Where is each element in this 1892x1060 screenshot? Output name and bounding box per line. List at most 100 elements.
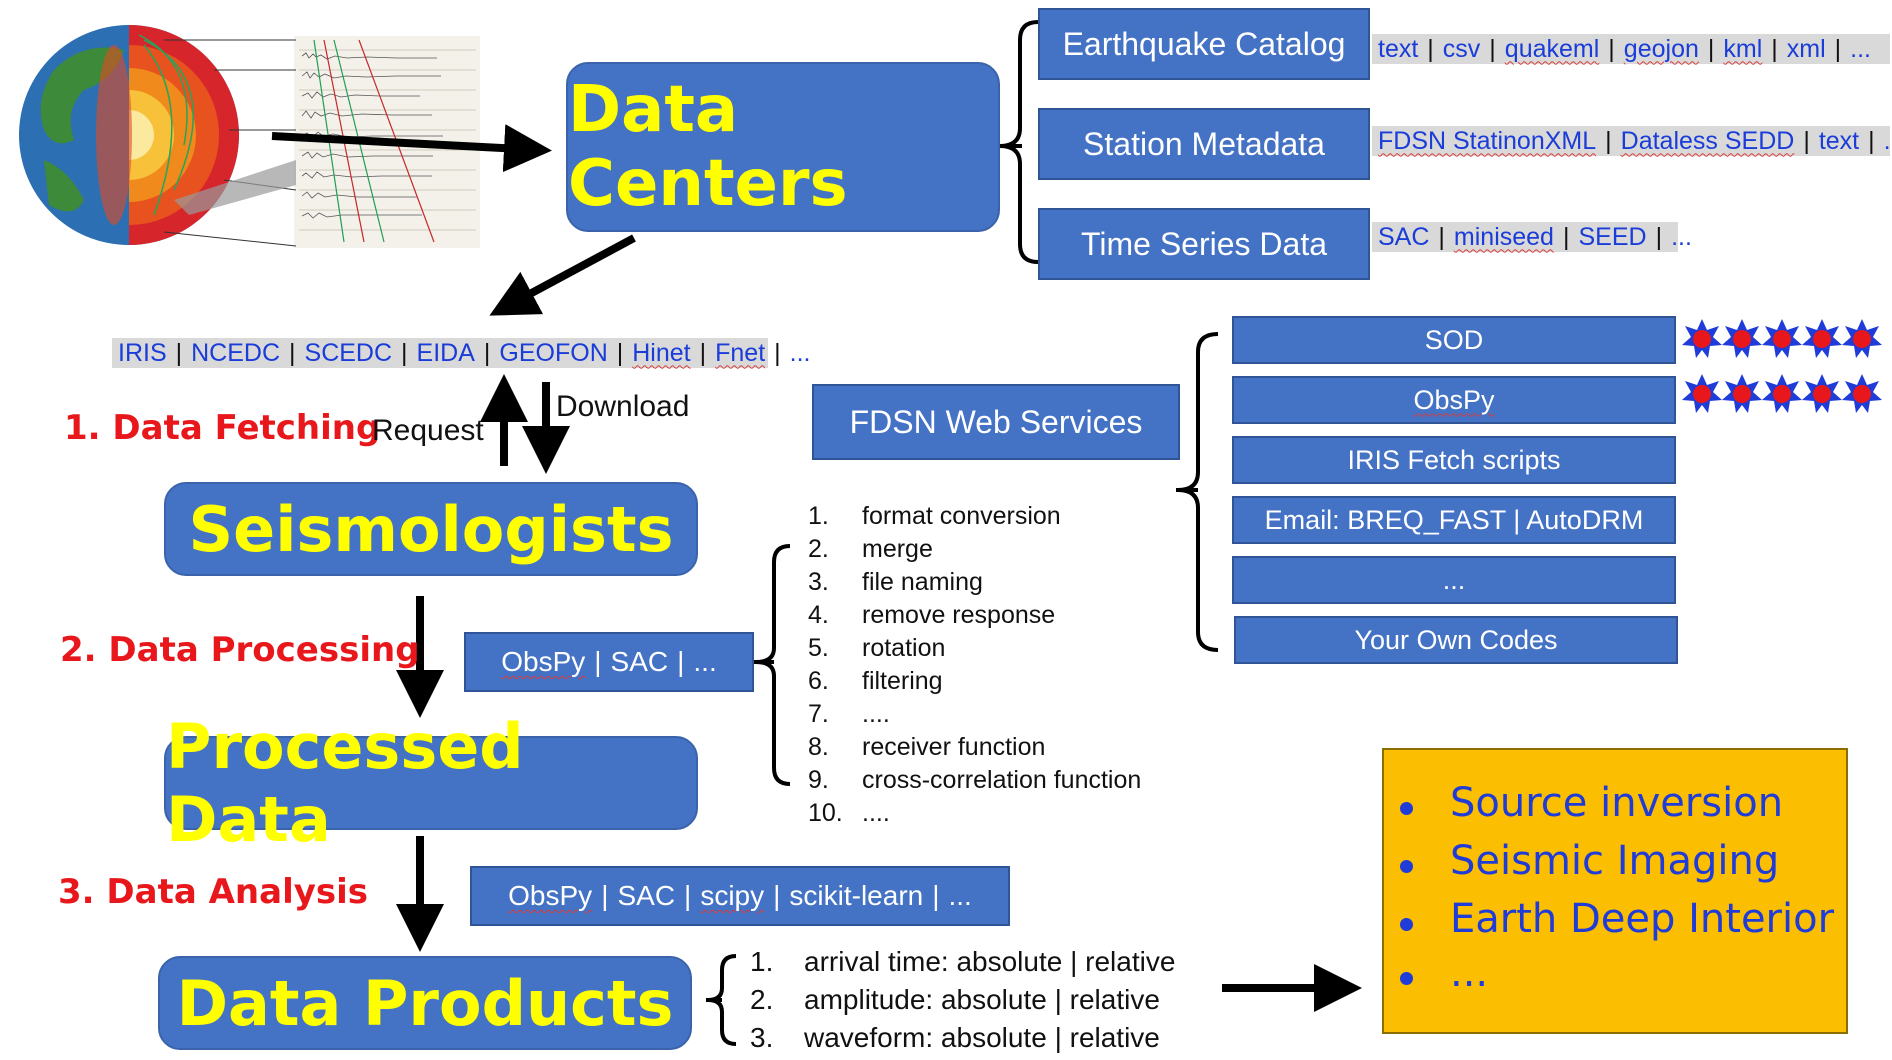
step-data-analysis: 3. Data Analysis [58,872,369,912]
station-metadata-label: Station Metadata [1083,125,1325,162]
center-eida: EIDA [416,338,475,367]
tool-own-codes-label: Your Own Codes [1354,624,1558,655]
obspy-stars [1682,374,1882,413]
fdsn-box: FDSN Web Services [812,384,1180,460]
ana-tool-sklearn: scikit-learn [789,880,924,911]
timeseries-formats-strip: SAC| miniseed| SEED| ... [1372,222,1692,252]
star-ratings [1682,319,1882,413]
application-source-inversion: Source inversion [1450,780,1784,826]
bullet-icon [1400,802,1413,815]
format-dataless: Dataless SEDD [1620,126,1795,155]
station-metadata-box: Station Metadata [1038,108,1370,180]
step-data-processing: 2. Data Processing [60,630,420,670]
center-ncedc: NCEDC [191,338,281,367]
analysis-tools-box: ObsPy| SAC| scipy| scikit-learn| ... [470,866,1010,926]
center-more: ... [789,338,811,367]
tool-obspy: ObsPy [1232,376,1676,424]
tool-more: ... [1232,556,1676,604]
processed-data-box: Processed Data [164,710,698,856]
tool-email-label: Email: BREQ_FAST | AutoDRM [1264,504,1644,535]
sod-stars [1682,319,1882,358]
request-label: Request [372,414,484,447]
tool-more-label: ... [1442,564,1466,595]
center-scedc: SCEDC [304,338,393,367]
format-xml: xml [1786,34,1826,63]
format-text: text [1378,34,1419,63]
ana-tool-scipy: scipy [700,880,765,911]
data-centers-strip: IRIS| NCEDC| SCEDC| EIDA| GEOFON| Hinet|… [112,338,811,368]
data-products-box: Data Products [158,956,692,1050]
tool-iris-fetch-label: IRIS Fetch scripts [1347,444,1561,475]
time-series-label: Time Series Data [1081,225,1327,262]
ana-tool-obspy: ObsPy [508,880,593,911]
center-fnet: Fnet [715,338,766,367]
format-meta-more: ... [1883,126,1892,155]
tool-iris-fetch: IRIS Fetch scripts [1232,436,1676,484]
tool-email: Email: BREQ_FAST | AutoDRM [1232,496,1676,544]
time-series-box: Time Series Data [1038,208,1370,280]
bullet-icon [1400,918,1413,931]
proc-tool-sac: SAC [610,646,669,677]
bullet-icon [1400,972,1413,985]
proc-step-6: 6.filtering [808,667,943,695]
proc-step-3: 3.file naming [808,568,983,596]
tool-own-codes: Your Own Codes [1234,616,1678,664]
format-geojon: geojon [1623,34,1699,63]
proc-step-5: 5.rotation [808,634,946,662]
tool-sod: SOD [1232,316,1676,364]
center-hinet: Hinet [632,338,691,367]
seismologists-box: Seismologists [164,482,698,576]
proc-step-7: 7..... [808,700,890,728]
format-seed: SEED [1578,222,1647,251]
format-stationxml: FDSN StatinonXML [1378,126,1597,155]
proc-step-8: 8.receiver function [808,733,1046,761]
arrow-image-to-centers [271,124,552,173]
brace-processing [755,544,791,786]
center-iris: IRIS [118,338,167,367]
proc-step-2: 2.merge [808,535,933,563]
data-products-label: Data Products [176,966,674,1040]
seismologists-label: Seismologists [188,492,674,566]
tool-obspy-label: ObsPy [1413,384,1495,415]
proc-tool-obspy: ObsPy [501,646,586,677]
format-quakeml: quakeml [1504,34,1600,63]
processed-data-label: Processed Data [166,710,524,856]
data-centers-box: Data Centers [566,62,1000,232]
catalog-formats-strip: text| csv| quakeml| geojon| kml| xml| ..… [1372,34,1890,64]
format-meta-text: text [1818,126,1860,155]
product-2: 2.amplitude: absolute | relative [750,984,1160,1015]
proc-step-4: 4.remove response [808,601,1056,629]
proc-step-1: 1.format conversion [808,502,1061,530]
center-geofon: GEOFON [499,338,608,367]
metadata-formats-strip: FDSN StatinonXML| Dataless SEDD| text| .… [1372,126,1892,156]
arrow-centers-to-strip [489,234,636,316]
product-3: 3.waveform: absolute | relative [750,1022,1160,1053]
ana-tool-more: ... [948,880,972,911]
earth-cross-section-image [19,25,480,248]
step-data-fetching: 1. Data Fetching [64,408,381,448]
data-centers-label: Data Centers [568,73,848,221]
download-label: Download [556,390,690,423]
format-kml: kml [1723,34,1763,63]
application-seismic-imaging: Seismic Imaging [1450,838,1780,884]
ana-tool-sac: SAC [617,880,676,911]
format-csv: csv [1442,34,1481,63]
tool-sod-label: SOD [1424,324,1484,355]
earthquake-catalog-label: Earthquake Catalog [1062,25,1346,62]
brace-formats [999,20,1039,264]
processing-tools-box: ObsPy| SAC| ... [464,632,754,692]
proc-step-10: 10..... [808,799,890,827]
earthquake-catalog-box: Earthquake Catalog [1038,8,1370,80]
applications-box: Source inversion Seismic Imaging Earth D… [1382,748,1848,1034]
format-ts-more: ... [1671,222,1692,251]
format-sac: SAC [1378,222,1430,251]
format-miniseed: miniseed [1453,222,1554,251]
bullet-icon [1400,860,1413,873]
proc-step-9: 9.cross-correlation function [808,766,1142,794]
application-more: ... [1450,950,1489,996]
proc-tool-more: ... [693,646,717,677]
format-more: ... [1850,34,1871,63]
application-earth-interior: Earth Deep Interior [1450,896,1835,942]
product-1: 1.arrival time: absolute | relative [750,946,1176,977]
